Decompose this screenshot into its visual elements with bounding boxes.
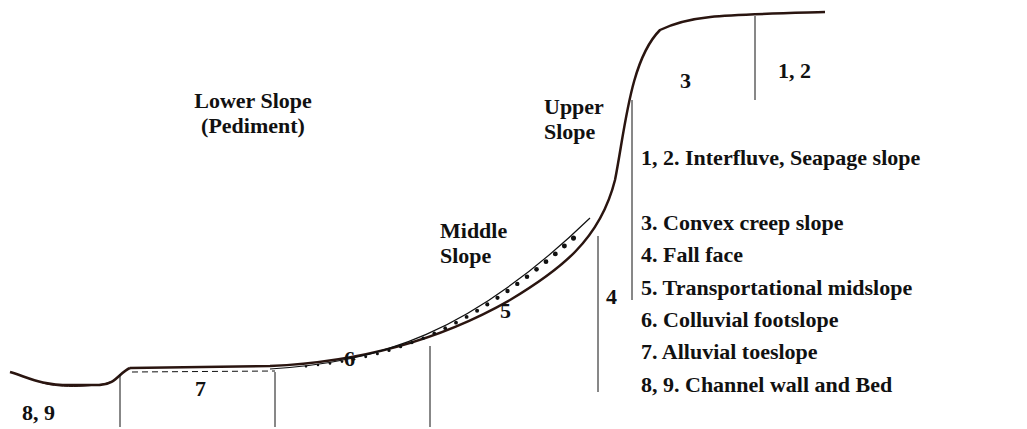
colluvium-dot — [485, 302, 489, 306]
legend-entry: 7. Alluvial toeslope — [641, 339, 818, 364]
colluvium-dot — [475, 309, 479, 313]
legend-entry: 3. Convex creep slope — [641, 210, 843, 235]
zone-number: 7 — [195, 376, 206, 401]
zone-divider — [120, 374, 121, 427]
colluvium-dot — [544, 259, 549, 264]
zone-number: 8, 9 — [22, 400, 55, 425]
colluvium-dot — [465, 315, 469, 319]
zone-divider — [430, 346, 431, 427]
zone-number: 6 — [344, 346, 355, 371]
colluvium-dot — [534, 267, 539, 272]
channel-bed — [40, 382, 110, 387]
slope-label: Middle Slope — [440, 218, 522, 268]
colluvium-dot — [495, 296, 499, 300]
colluvium-dot — [376, 352, 379, 355]
colluvium-dot — [329, 362, 332, 365]
colluvium-dot — [410, 341, 413, 344]
colluvium-dot — [387, 349, 390, 352]
legend-entry: 4. Fall face — [641, 242, 743, 267]
zone-number: 5 — [500, 298, 511, 323]
colluvium-dot — [443, 326, 447, 330]
zone-number: 3 — [680, 68, 691, 93]
zone-number: 4 — [606, 284, 617, 309]
colluvium-dot — [317, 364, 320, 367]
colluvium-dot — [341, 360, 344, 363]
legend-entry: 5. Transportational midslope — [641, 275, 912, 300]
zone-number: 1, 2 — [778, 58, 811, 83]
zone-divider — [632, 100, 633, 300]
colluvium-dot — [525, 274, 530, 279]
colluvium-dot — [515, 282, 519, 286]
slope-label: Lower Slope (Pediment) — [178, 88, 328, 138]
slope-label: Upper Slope — [544, 94, 616, 144]
colluvium-dot — [562, 244, 567, 249]
colluvium-dot — [364, 355, 367, 358]
alluvium-line — [132, 371, 275, 372]
colluvium-guide — [300, 234, 578, 367]
colluvium-dot — [399, 345, 402, 348]
colluvium-dot — [454, 321, 458, 325]
colluvium-dot — [505, 289, 509, 293]
zone-divider — [755, 16, 756, 100]
colluvium-dot — [553, 251, 558, 256]
channel-profile — [10, 368, 130, 385]
colluvium-dot — [571, 236, 576, 241]
legend-entry: 8, 9. Channel wall and Bed — [641, 372, 892, 397]
colluvium-dot — [305, 365, 307, 367]
zone-divider — [598, 236, 599, 392]
zone-divider — [275, 372, 276, 427]
colluvium-dot — [421, 336, 424, 339]
colluvium-dot — [433, 332, 437, 336]
legend-entry: 6. Colluvial footslope — [641, 307, 838, 332]
legend-entry: 1, 2. Interfluve, Seapage slope — [641, 145, 941, 170]
